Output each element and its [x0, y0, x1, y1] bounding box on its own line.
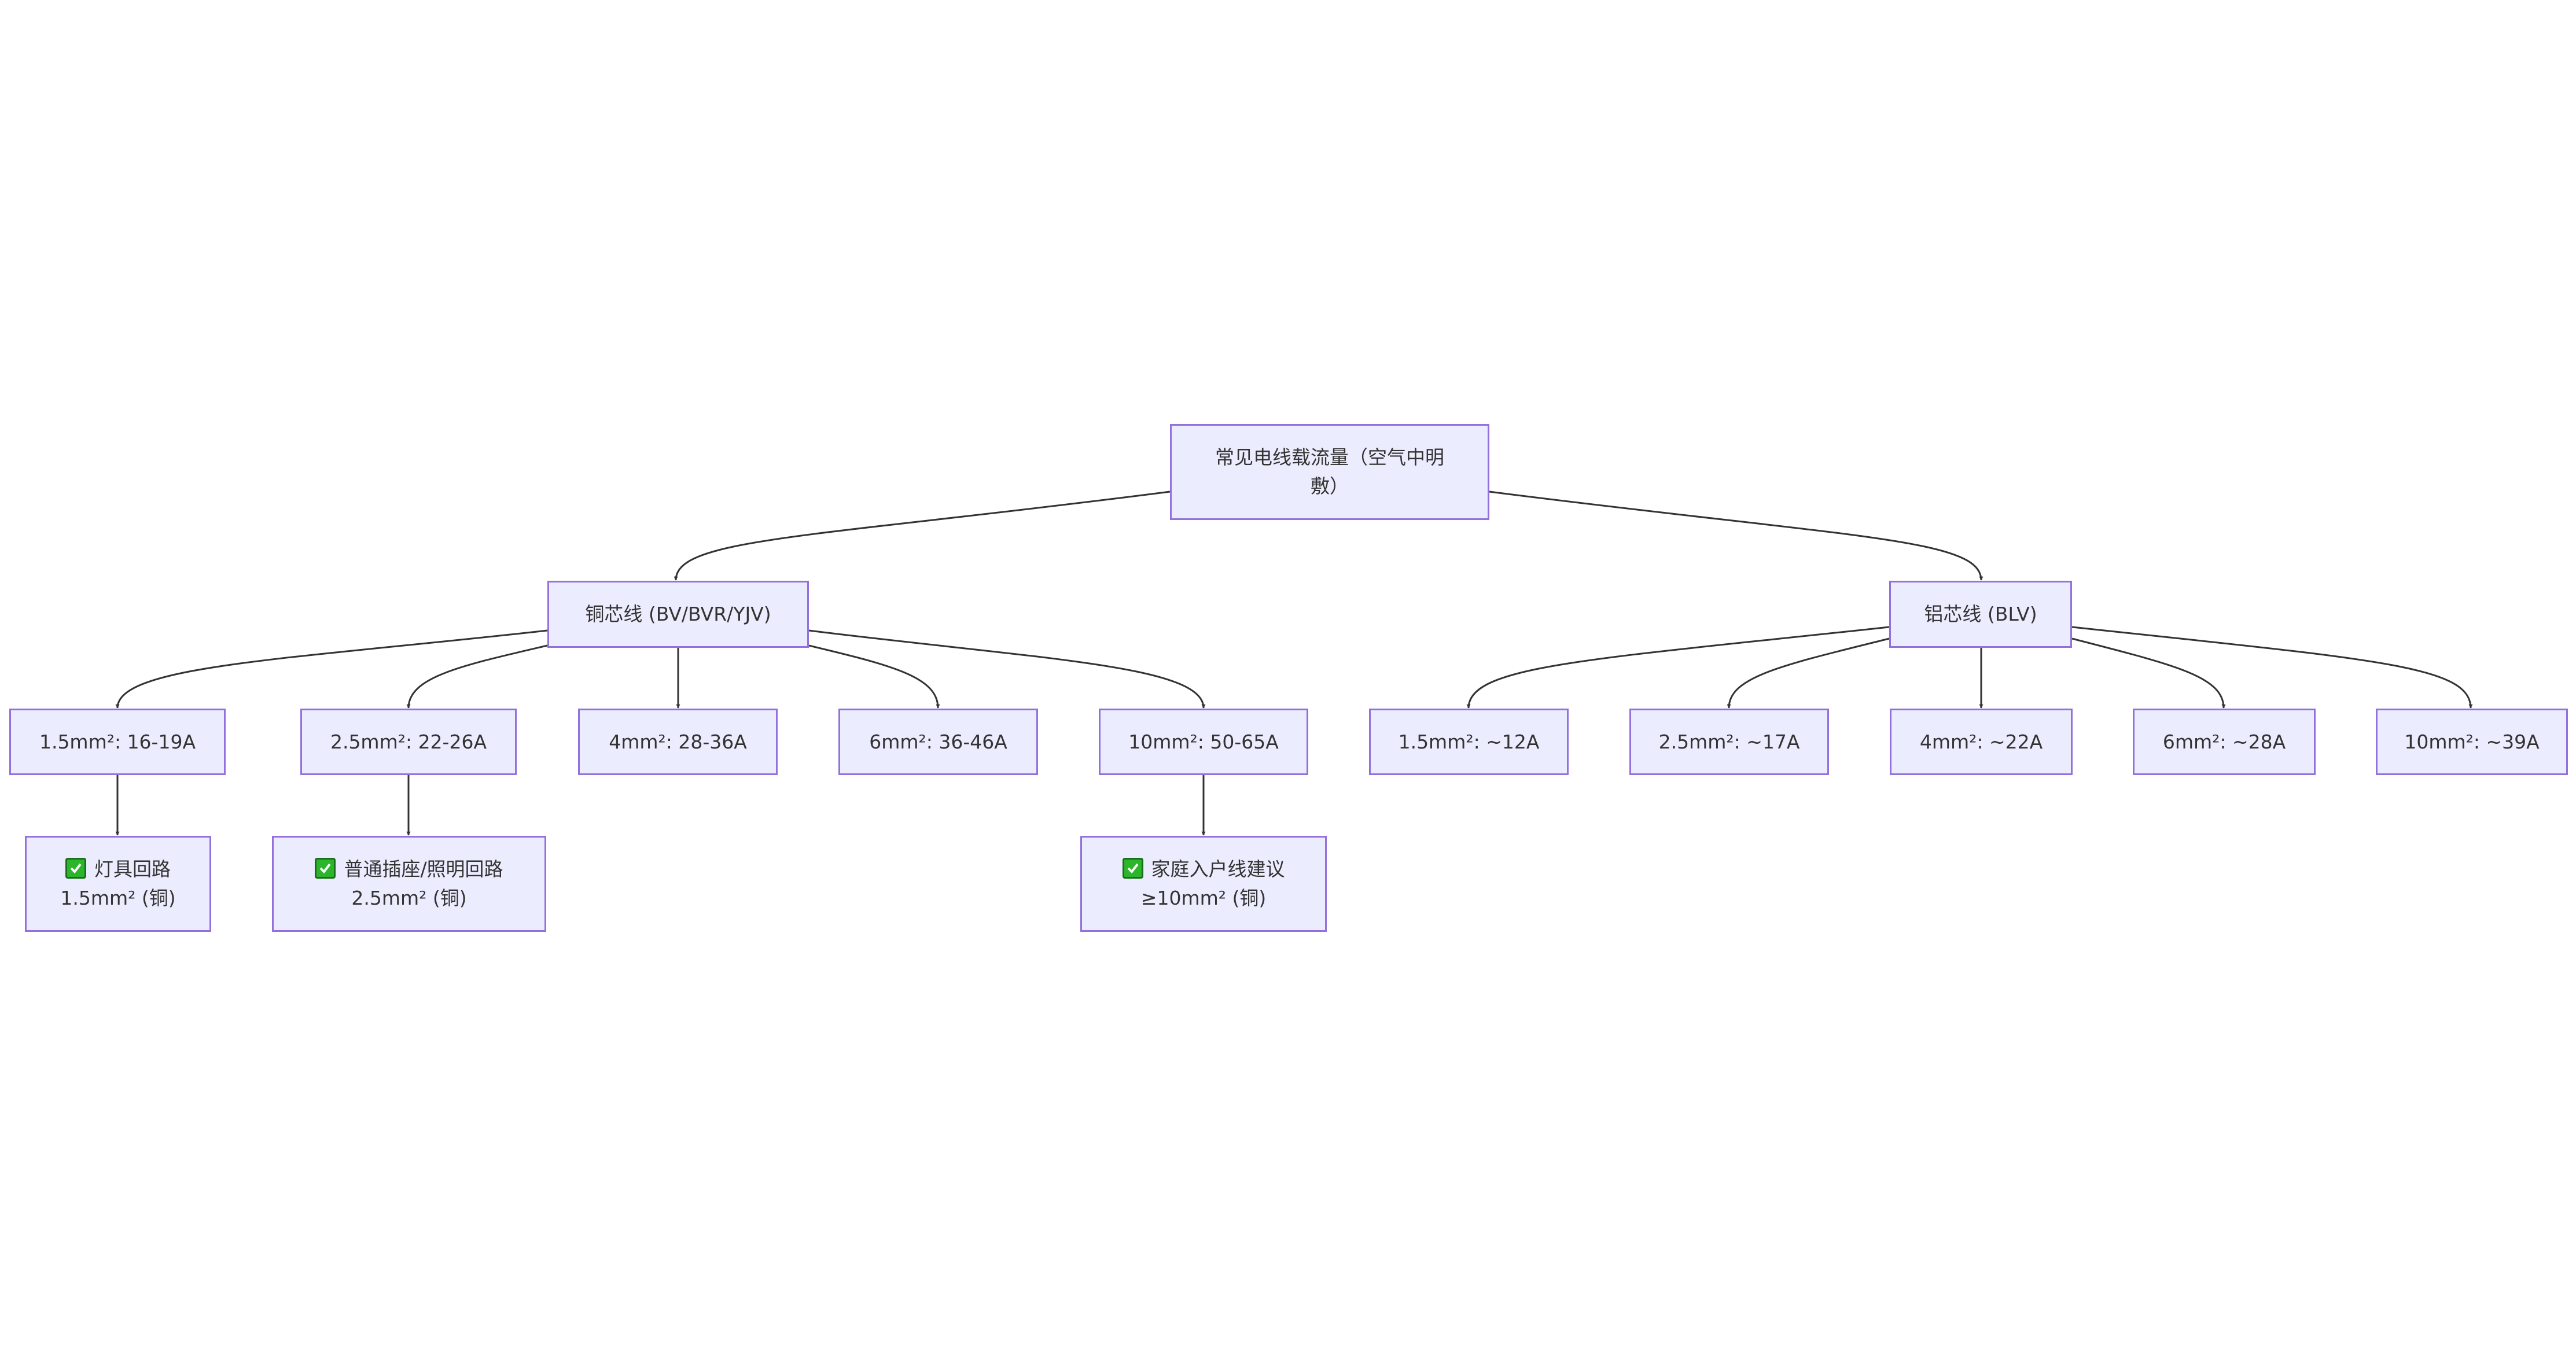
aluminum-item-label: 6mm²: ~28A — [2162, 730, 2286, 753]
edge-copper-item-2 — [406, 644, 548, 709]
aluminum-item-1-5mm: 1.5mm²: ~12A — [1369, 709, 1569, 775]
recommendation-spec: 2.5mm² (铜) — [351, 887, 467, 909]
edge-aluminum-item-5 — [2071, 626, 2473, 709]
check-icon — [315, 858, 336, 879]
edge-aluminum-item-2 — [1727, 637, 1890, 709]
recommendation-service-entrance: 家庭入户线建议 ≥10mm² (铜) — [1080, 836, 1327, 932]
root-label-line-2: 敷） — [1311, 475, 1349, 497]
recommendation-title: 普通插座/照明回路 — [344, 858, 503, 880]
copper-item-label: 10mm²: 50-65A — [1128, 730, 1279, 753]
copper-item-4mm: 4mm²: 28-36A — [578, 709, 778, 775]
aluminum-item-label: 2.5mm²: ~17A — [1658, 730, 1800, 753]
copper-wire-label: 铜芯线 (BV/BVR/YJV) — [585, 603, 771, 625]
edge-copper-item-5 — [808, 629, 1206, 709]
root-node: 常见电线载流量（空气中明 敷） — [1170, 424, 1489, 520]
recommendation-lighting-circuit: 灯具回路 1.5mm² (铜) — [25, 836, 211, 932]
copper-item-label: 1.5mm²: 16-19A — [39, 730, 196, 753]
recommendation-title: 家庭入户线建议 — [1151, 858, 1285, 880]
copper-item-10mm: 10mm²: 50-65A — [1099, 709, 1308, 775]
copper-item-label: 4mm²: 28-36A — [609, 730, 747, 753]
aluminum-wire-node: 铝芯线 (BLV) — [1889, 581, 2072, 648]
recommendation-socket-lighting-circuit: 普通插座/照明回路 2.5mm² (铜) — [272, 836, 546, 932]
recommendation-spec: ≥10mm² (铜) — [1140, 887, 1267, 909]
aluminum-item-10mm: 10mm²: ~39A — [2376, 709, 2568, 775]
recommendation-title: 灯具回路 — [94, 858, 171, 880]
edge-root-aluminum — [1489, 491, 1983, 581]
aluminum-wire-label: 铝芯线 (BLV) — [1924, 603, 2037, 625]
recommendation-spec: 1.5mm² (铜) — [60, 887, 176, 909]
aluminum-item-2-5mm: 2.5mm²: ~17A — [1629, 709, 1829, 775]
copper-item-label: 2.5mm²: 22-26A — [330, 730, 487, 753]
aluminum-item-6mm: 6mm²: ~28A — [2133, 709, 2316, 775]
check-icon — [65, 858, 86, 879]
root-label-line-1: 常见电线载流量（空气中明 — [1215, 446, 1444, 469]
check-icon — [1122, 858, 1143, 879]
copper-item-1-5mm: 1.5mm²: 16-19A — [9, 709, 226, 775]
edge-root-copper — [674, 491, 1171, 581]
aluminum-item-4mm: 4mm²: ~22A — [1890, 709, 2073, 775]
aluminum-item-label: 1.5mm²: ~12A — [1398, 730, 1540, 753]
copper-item-6mm: 6mm²: 36-46A — [838, 709, 1038, 775]
copper-item-2-5mm: 2.5mm²: 22-26A — [300, 709, 517, 775]
edge-aluminum-item-1 — [1466, 626, 1890, 709]
copper-wire-node: 铜芯线 (BV/BVR/YJV) — [547, 581, 809, 648]
copper-item-label: 6mm²: 36-46A — [869, 730, 1007, 753]
edge-copper-item-1 — [115, 629, 548, 709]
edge-aluminum-item-4 — [2071, 637, 2226, 709]
edge-copper-item-4 — [808, 644, 940, 709]
aluminum-item-label: 10mm²: ~39A — [2404, 730, 2540, 753]
aluminum-item-label: 4mm²: ~22A — [1919, 730, 2043, 753]
